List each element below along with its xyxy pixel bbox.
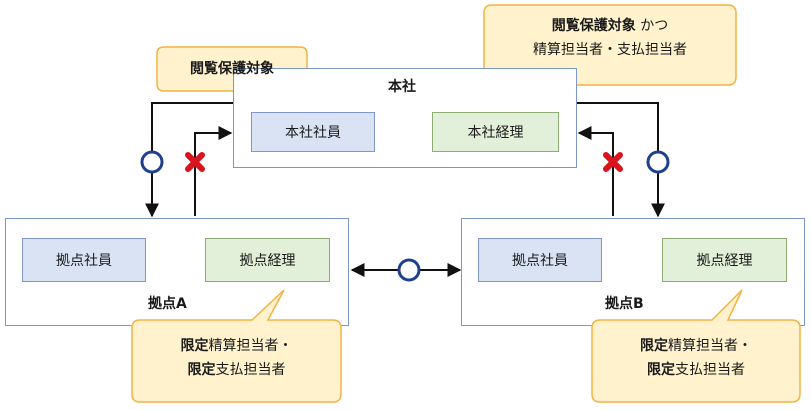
callout-hq-left: 閲覧保護対象 [157, 57, 307, 81]
denied-marks [185, 152, 623, 172]
hq-manager-box: 本社経理 [432, 112, 559, 152]
callout-a-shape [131, 289, 342, 403]
callout-b-line1-rest: 精算担当者・ [668, 338, 752, 354]
callout-hq-right: 閲覧保護対象 かつ 精算担当者・支払担当者 [484, 14, 736, 62]
callout-b-shape [591, 289, 801, 403]
callout-a-line1-bold: 限定 [180, 338, 209, 354]
office-a-label: 拠点A [148, 296, 187, 312]
office-b-label: 拠点B [605, 296, 644, 312]
callout-hq-right-bold: 閲覧保護対象 [551, 18, 636, 34]
callout-b-line1-bold: 限定 [640, 338, 668, 354]
callout-a-line1-rest: 精算担当者・ [208, 338, 293, 354]
b-staff-box: 拠点社員 [478, 238, 602, 282]
b-manager-box: 拠点経理 [662, 238, 787, 282]
callout-b: 限定精算担当者・ 限定支払担当者 [592, 334, 800, 382]
callout-a-line2-bold: 限定 [187, 362, 216, 378]
hq-staff-box: 本社社員 [251, 112, 375, 152]
callout-a: 限定精算担当者・ 限定支払担当者 [132, 334, 341, 382]
callout-hq-left-line1: 閲覧保護対象 [190, 61, 274, 77]
callout-a-line2-rest: 支払担当者 [215, 362, 286, 378]
x-mark-icon [185, 152, 205, 172]
circle-icon [140, 150, 164, 174]
callout-hq-right-line2: 精算担当者・支払担当者 [533, 42, 687, 58]
x-mark-icon [603, 152, 623, 172]
circle-icon [397, 258, 421, 282]
callout-b-line2-rest: 支払担当者 [675, 362, 745, 378]
office-hq-label: 本社 [388, 79, 416, 95]
a-manager-box: 拠点経理 [205, 238, 330, 282]
a-staff-box: 拠点社員 [22, 238, 146, 282]
callout-hq-right-rest: かつ [635, 18, 669, 34]
circle-icon [646, 150, 670, 174]
callout-b-line2-bold: 限定 [647, 362, 675, 378]
